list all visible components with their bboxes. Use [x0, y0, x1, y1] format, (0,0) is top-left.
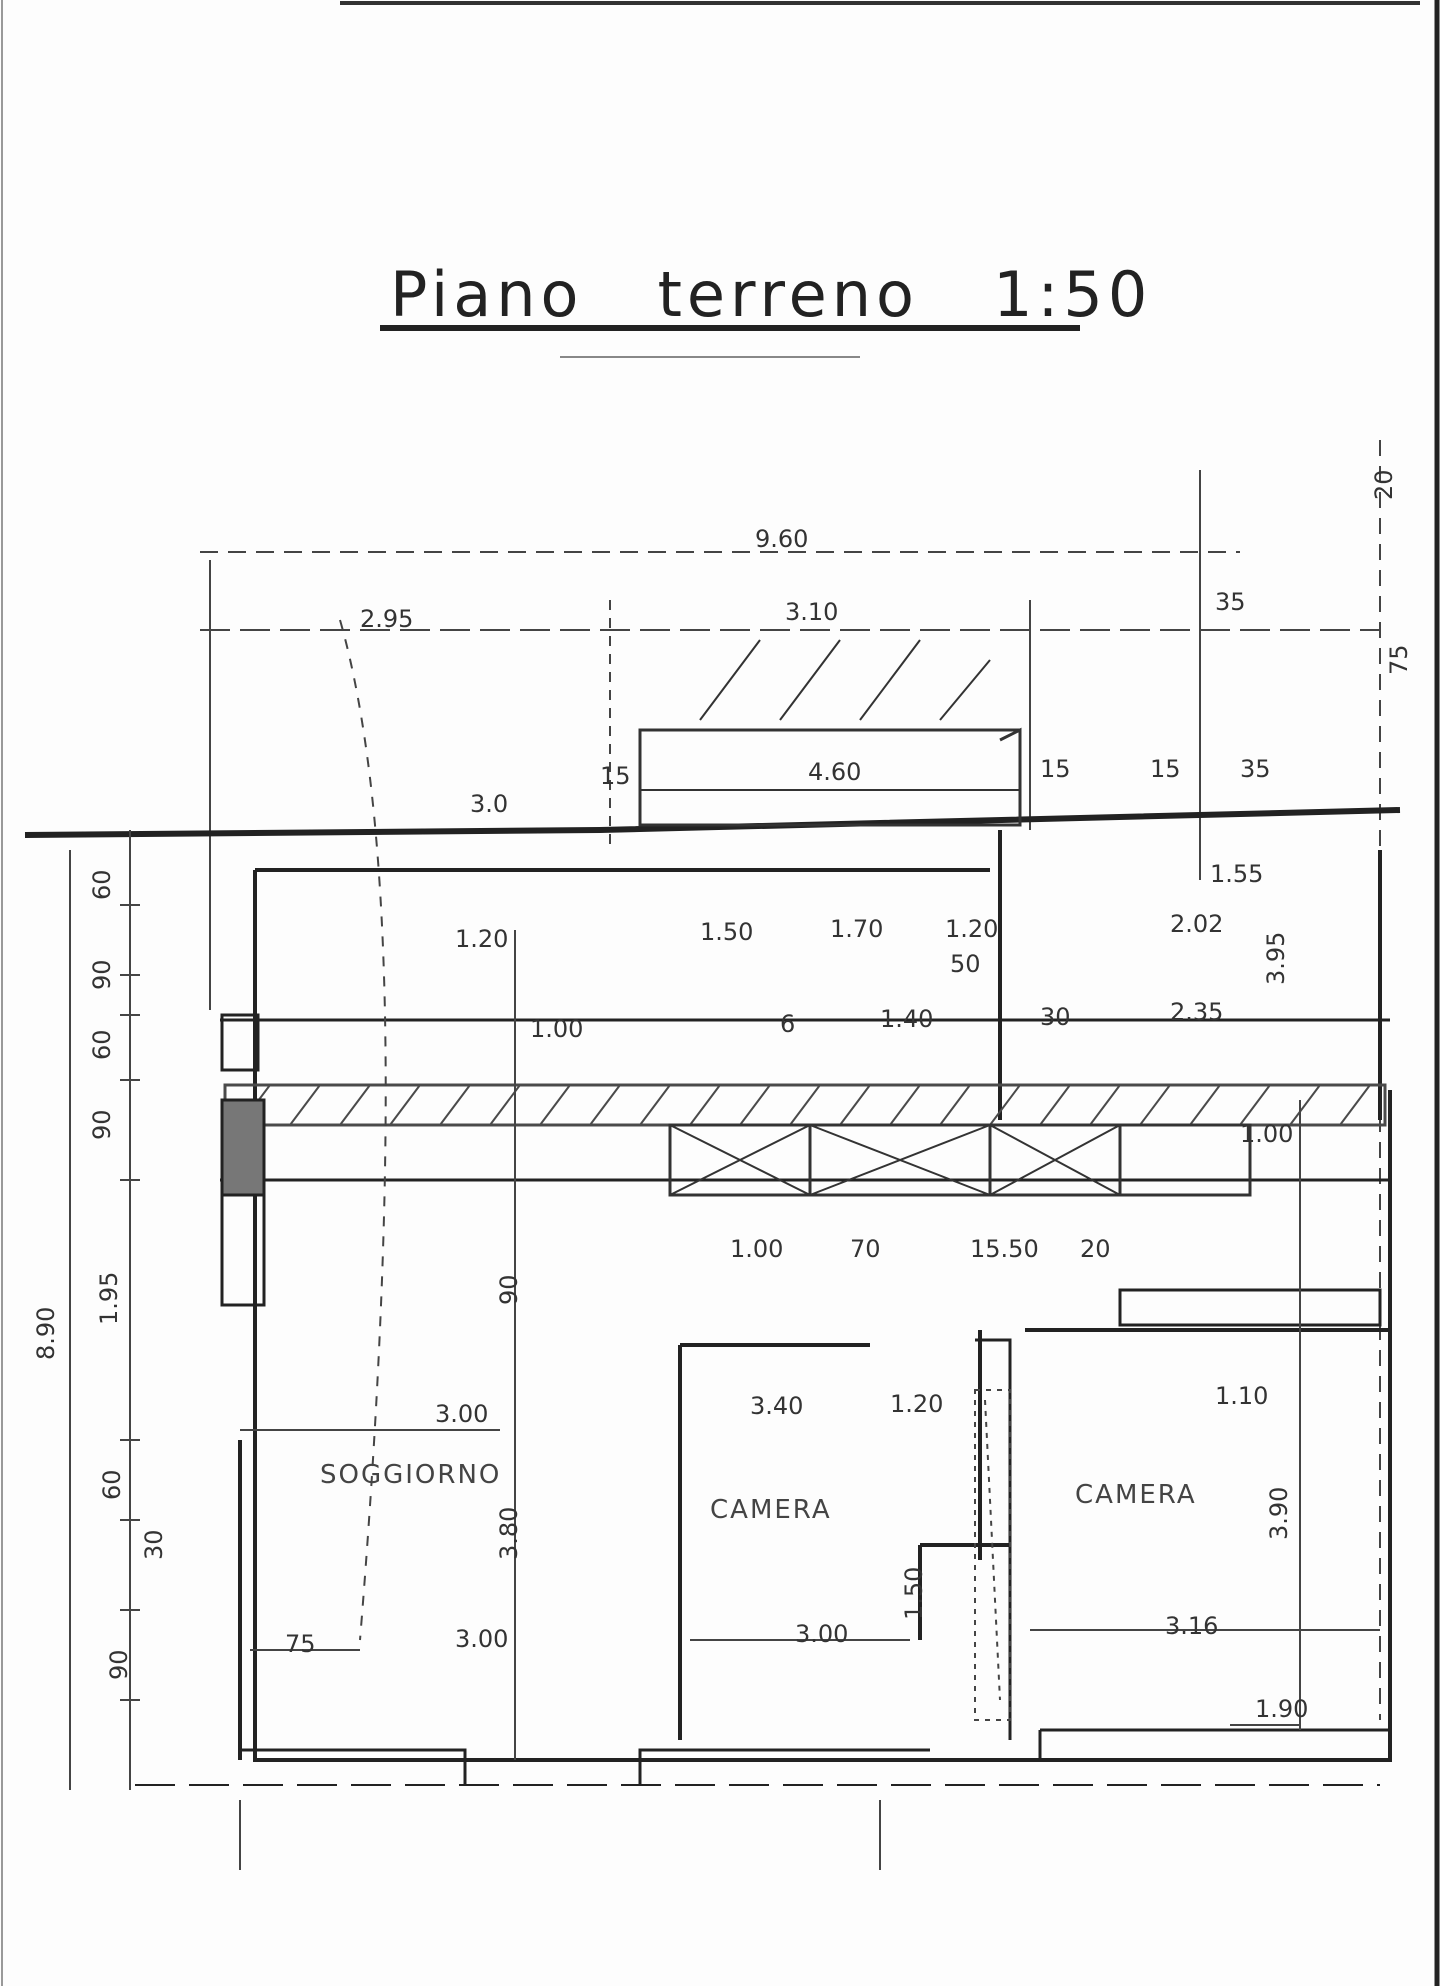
dim-right-v1: 3.90: [1265, 1486, 1293, 1540]
dim-w-100: 1.00: [730, 1235, 784, 1263]
dim-stair-15b: 15: [1040, 755, 1071, 783]
dim-left-total: 8.90: [32, 1306, 60, 1360]
dim-stair-15a: 15: [600, 762, 631, 790]
dim-cam-120: 1.20: [890, 1390, 944, 1418]
dim-r15b: 1.55: [1210, 860, 1264, 888]
dim-top-ctr-d: 50: [950, 950, 981, 978]
dim-mid-6: 6: [780, 1010, 796, 1038]
dim-w-70: 70: [850, 1235, 881, 1263]
dim-mid-v2: 3.80: [495, 1506, 523, 1560]
dim-top-ctr-b: 1.70: [830, 915, 884, 943]
dim-left-120: 1.20: [455, 925, 509, 953]
dim-left-100: 1.00: [530, 1015, 584, 1043]
dim-r35: 35: [1240, 755, 1271, 783]
dimension-chains: [69, 619, 1380, 1870]
dim-left-v6: 60: [98, 1469, 126, 1500]
dim-w-20: 20: [1080, 1235, 1111, 1263]
drawing-title: Piano terreno 1:50: [390, 258, 1153, 331]
dim-bottom-1: 1.90: [1255, 1695, 1309, 1723]
dim-left-v5: 1.95: [95, 1271, 123, 1325]
dim-top-ctr-c: 1.20: [945, 915, 999, 943]
dim-right-b: 2.35: [1170, 998, 1224, 1026]
dim-left-v4: 90: [88, 1109, 116, 1140]
dim-small-75: 75: [285, 1630, 316, 1658]
room-label-soggiorno: SOGGIORNO: [320, 1460, 502, 1490]
dim-r15: 15: [1150, 755, 1181, 783]
dim-left-bay: 2.95: [360, 605, 414, 633]
dim-left-v1: 60: [88, 869, 116, 900]
closet-units: [668, 1123, 1252, 1197]
dim-left-v8: 90: [105, 1649, 133, 1680]
hatched-corridor: [223, 1083, 1387, 1127]
dim-right-v4: 75: [1385, 644, 1413, 675]
bottom-openings: [135, 1730, 1380, 1786]
title-underline: [380, 325, 1080, 331]
dim-overall-width: 9.60: [755, 525, 809, 553]
dim-left-v3: 60: [88, 1029, 116, 1060]
dim-camera1-width: 3.40: [750, 1392, 804, 1420]
dim-cam-h: 1.50: [900, 1566, 928, 1620]
dim-camera2-b: 3.16: [1165, 1612, 1219, 1640]
dim-stair-height: 4.60: [808, 758, 862, 786]
shaft: [974, 1389, 1011, 1721]
dim-mid-bay: 3.10: [785, 598, 839, 626]
dim-camera-b: 3.00: [795, 1620, 849, 1648]
building-walls: [220, 830, 1392, 1762]
dim-mid-v1: 90: [495, 1274, 523, 1305]
dim-mid-140: 1.40: [880, 1005, 934, 1033]
dim-left-v2: 90: [88, 959, 116, 990]
room-label-camera-1: CAMERA: [710, 1495, 832, 1525]
room-label-camera-2: CAMERA: [1075, 1480, 1197, 1510]
dim-mid-30: 30: [1040, 1003, 1071, 1031]
dim-right-a: 2.02: [1170, 910, 1224, 938]
top-dimension-lines: [200, 440, 1381, 1720]
dim-right-v5: 20: [1370, 469, 1398, 500]
dim-right-v3: 1.00: [1240, 1120, 1294, 1148]
dim-top-ctr-a: 1.50: [700, 918, 754, 946]
interior-walls: [238, 1288, 1390, 1760]
dim-right-small: 35: [1215, 588, 1246, 616]
dim-cam-rt: 1.10: [1215, 1382, 1269, 1410]
dim-w-1550: 15.50: [970, 1235, 1039, 1263]
title-underline-secondary: [560, 356, 860, 358]
dim-porch-3: 3.0: [470, 790, 509, 818]
dim-soggiorno-width: 3.00: [435, 1400, 489, 1428]
dim-soggiorno-width-2: 3.00: [455, 1625, 509, 1653]
porch-stair: [638, 639, 1022, 827]
dim-left-v7: 30: [140, 1529, 168, 1560]
dim-right-v2: 3.95: [1262, 931, 1290, 985]
left-wall-section: [220, 1013, 266, 1307]
